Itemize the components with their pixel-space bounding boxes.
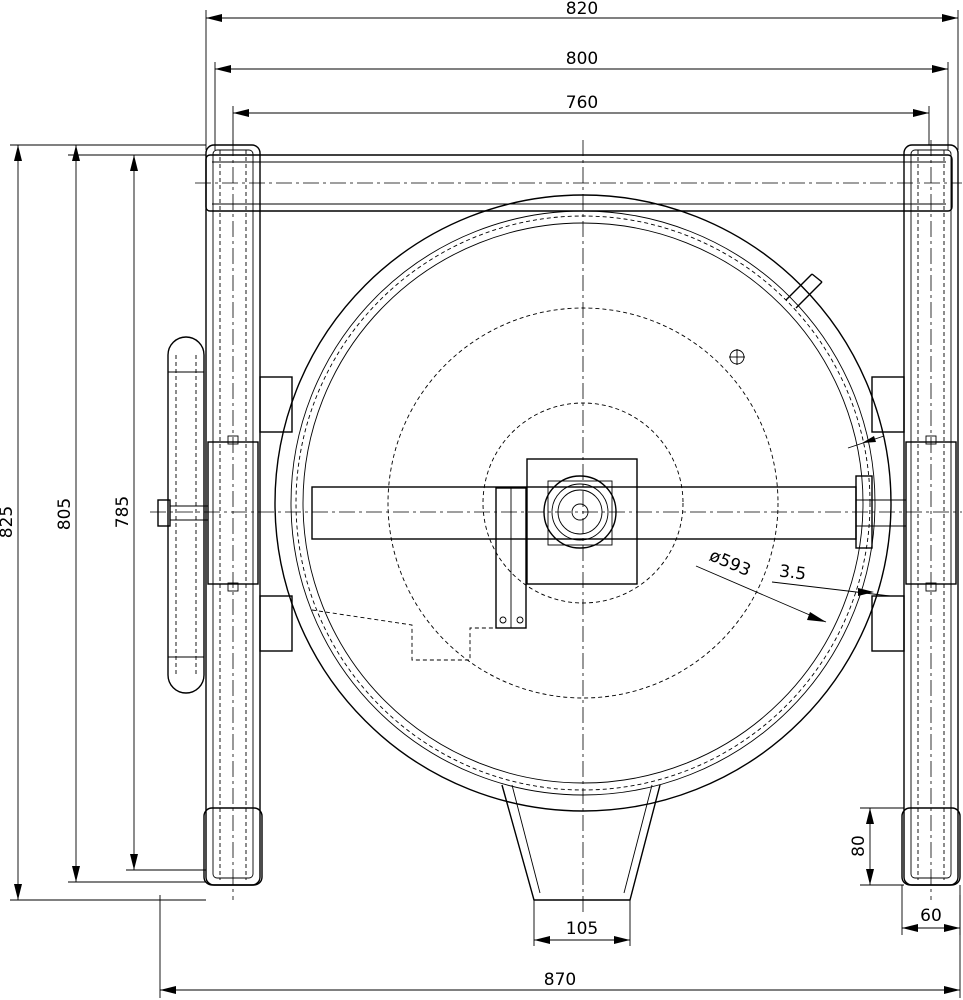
discharge-spout [501, 784, 661, 901]
dim-foot-height: 80 [849, 835, 869, 857]
dimensions [10, 10, 961, 998]
dim-drum-diameter: ø593 [706, 546, 753, 581]
center-lines [150, 140, 962, 915]
frame [203, 144, 961, 886]
dim-frame-height: 805 [55, 498, 75, 530]
dimension-labels: 820 800 760 825 805 785 ø593 3.5 105 870… [0, 0, 942, 990]
dim-inner-height: 785 [113, 496, 133, 528]
handwheel [157, 336, 208, 694]
dim-overall-height: 825 [0, 506, 17, 538]
dim-base-width: 870 [544, 970, 576, 990]
dim-spout-width: 105 [566, 919, 598, 939]
dim-foot-width: 60 [920, 906, 942, 926]
shaft-assembly [311, 458, 906, 661]
dim-frame-width: 800 [566, 49, 598, 69]
dim-wall-thickness: 3.5 [778, 561, 807, 584]
dim-overall-width: 820 [566, 0, 598, 19]
dim-inner-width: 760 [566, 93, 598, 113]
